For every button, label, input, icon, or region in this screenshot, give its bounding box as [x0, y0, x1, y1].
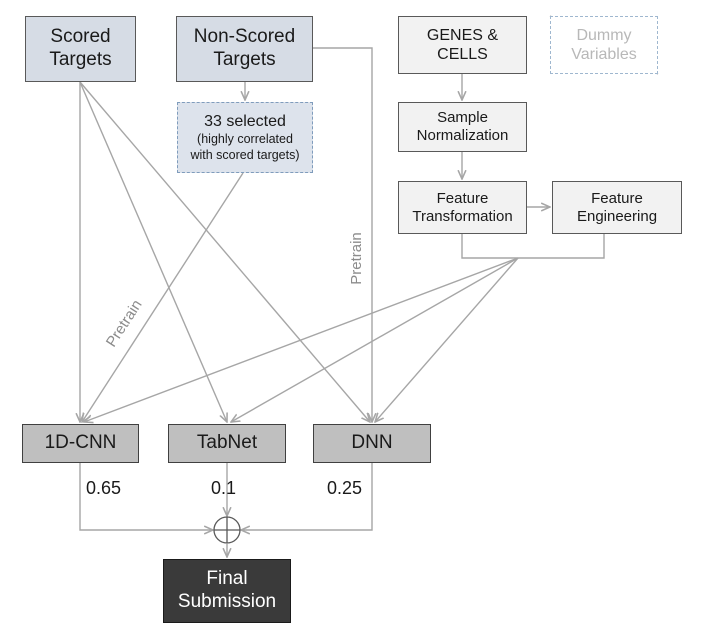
dnn-model-box: DNN [313, 424, 431, 463]
tabnet-model-label: TabNet [196, 432, 258, 454]
scored-targets-box: Scored Targets [25, 16, 136, 82]
feature-engineering-box: Feature Engineering [552, 181, 682, 234]
cnn-model-label: 1D-CNN [44, 432, 117, 454]
feature-transformation-box: Feature Transformation [398, 181, 527, 234]
feature-engineering-line1: Feature [591, 189, 643, 207]
genes-cells-box: GENES & CELLS [398, 16, 527, 74]
dummy-variables-box: Dummy Variables [550, 16, 658, 74]
sample-normalization-line2: Normalization [416, 127, 509, 144]
scored-targets-line1: Scored [50, 26, 111, 48]
edge-selected-to-cnn [82, 172, 244, 422]
final-submission-line2: Submission [177, 591, 277, 612]
cnn-model-box: 1D-CNN [22, 424, 139, 463]
feature-transformation-line1: Feature [436, 189, 489, 207]
non-scored-targets-line2: Targets [213, 49, 276, 70]
pretrain-label-dnn: Pretrain [347, 232, 365, 285]
selected-sub-line1: (highly correlated [197, 131, 293, 146]
dnn-model-label: DNN [351, 432, 393, 454]
final-submission-line1: Final [206, 568, 248, 590]
dnn-weight: 0.25 [327, 478, 363, 498]
ensemble-sum-node [213, 516, 241, 544]
edge-features-to-dnn [375, 257, 519, 422]
edge-cnn-to-ensemble [79, 463, 213, 530]
dummy-line2: Variables [571, 46, 637, 63]
feature-transformation-line2: Transformation [412, 207, 513, 225]
edge-dnn-to-ensemble [241, 463, 373, 530]
edge-features-to-cnn [84, 257, 519, 422]
final-submission-box: Final Submission [163, 559, 291, 623]
genes-cells-line1: GENES & [426, 26, 499, 44]
tabnet-weight: 0.1 [211, 478, 237, 498]
feature-engineering-line2: Engineering [576, 207, 658, 225]
sample-normalization-line1: Sample [437, 109, 488, 126]
dummy-line1: Dummy [576, 26, 632, 44]
sample-normalization-box: Sample Normalization [398, 102, 527, 152]
non-scored-targets-line1: Non-Scored [193, 26, 296, 48]
scored-targets-line2: Targets [49, 49, 112, 70]
selected-sub-line2: with scored targets) [190, 148, 300, 163]
selected-targets-box: 33 selected (highly correlated with scor… [177, 102, 313, 173]
edge-scored-to-tabnet [79, 81, 227, 422]
tabnet-model-box: TabNet [168, 424, 286, 463]
non-scored-targets-box: Non-Scored Targets [176, 16, 313, 82]
selected-main-label: 33 selected [204, 112, 286, 130]
edge-features-to-tabnet [231, 257, 519, 422]
genes-cells-line2: CELLS [437, 46, 488, 63]
edge-feature-bracket [461, 234, 605, 259]
cnn-weight: 0.65 [86, 478, 122, 498]
edge-scored-to-dnn [79, 81, 370, 422]
edge-nonscored-to-dnn [313, 47, 372, 422]
